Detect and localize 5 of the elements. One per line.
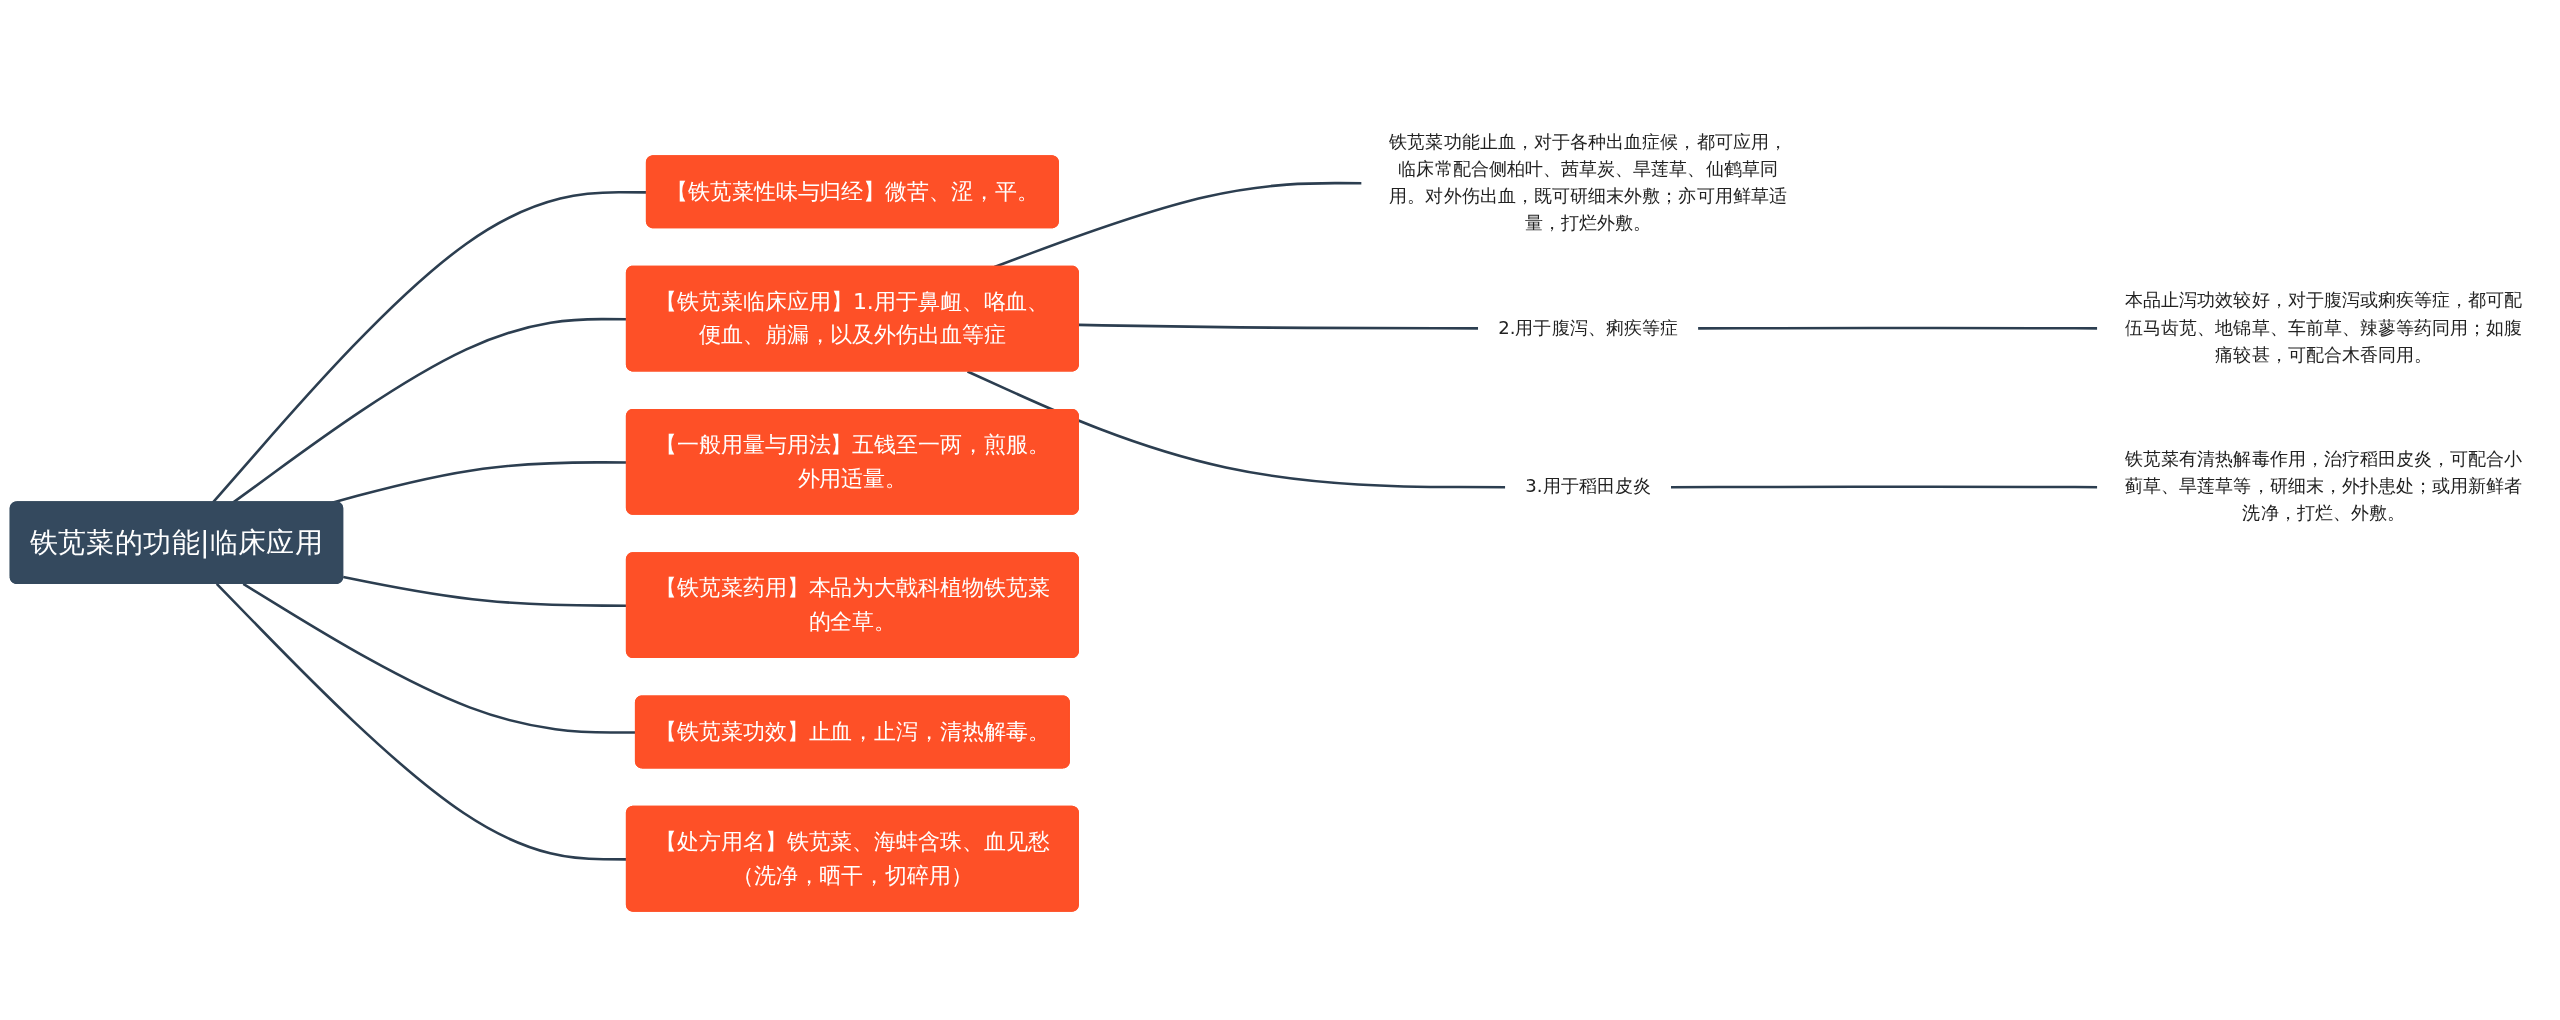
node-text: 本品止泻功效较好，对于腹泻或痢疾等症，都可配伍马齿苋、地锦草、车前草、辣蓼等药同用；如腹痛较甚，可配合木香同用。 (2125, 289, 2523, 365)
node-text: 2.用于腹泻、痢疾等症 (1498, 316, 1679, 338)
node-text: 3.用于稻田皮炎 (1525, 475, 1651, 497)
node-text: 铁苋菜功能止血，对于各种出血症候，都可应用，临床常配合侧柏叶、茜草炭、旱莲草、仙鹤草同用。对外伤出血，既可研细末外敷；亦可用鲜草适量，打烂外敷。 (1389, 130, 1787, 233)
node-text: 铁苋菜有清热解毒作用，治疗稻田皮炎，可配合小蓟草、旱莲草等，研细末，外扑患处；或用新鲜者洗净，打烂、外敷。 (2125, 448, 2523, 524)
